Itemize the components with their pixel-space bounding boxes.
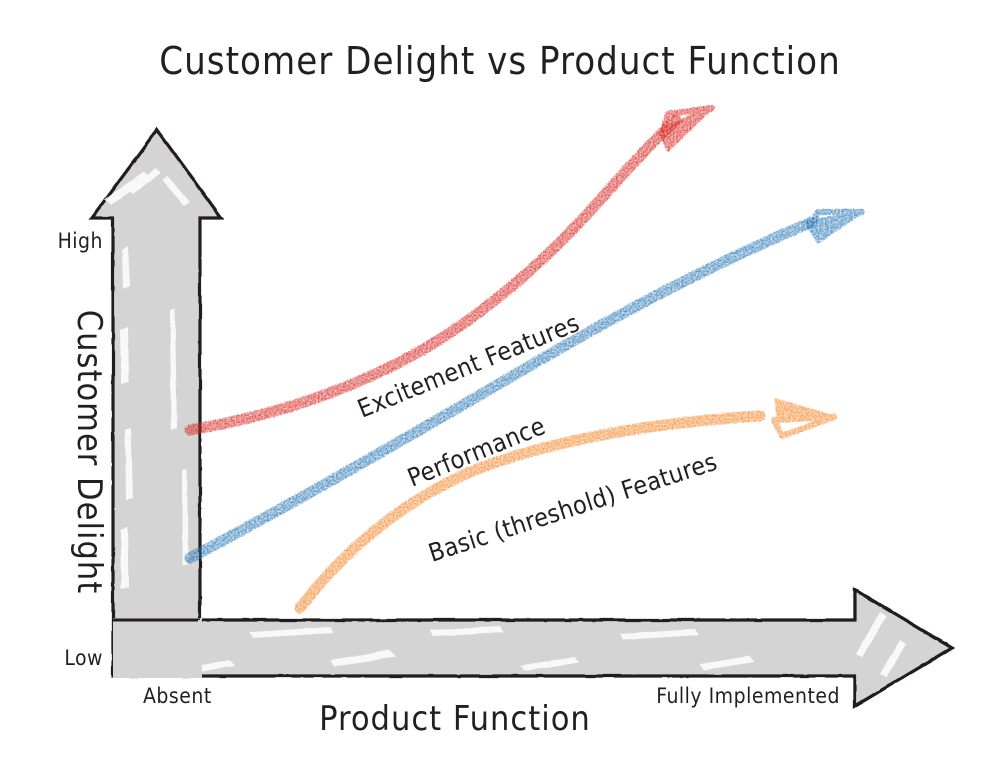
excitement-curve-path [184, 114, 682, 436]
curve-excitement-features: Excitement Features [184, 105, 715, 436]
axis-group [88, 127, 956, 709]
y-axis-title: Customer Delight [69, 310, 109, 594]
excitement-arrowhead [658, 105, 715, 152]
x-axis-end-label: Fully Implemented [656, 684, 840, 708]
axis-corner [113, 618, 202, 678]
chart-title: Customer Delight vs Product Function [159, 39, 841, 83]
x-axis-start-label: Absent [143, 684, 212, 708]
y-axis-arrow [88, 127, 225, 650]
performance-arrowhead [804, 209, 865, 244]
y-axis-high-label: High [58, 229, 103, 253]
x-axis-arrow [111, 587, 956, 709]
curve-performance: Performance [184, 209, 865, 564]
x-axis-title: Product Function [319, 699, 591, 739]
basic-curve-path [294, 410, 766, 614]
y-axis-low-label: Low [64, 646, 103, 670]
basic-arrowhead [771, 398, 837, 439]
performance-curve-path [184, 216, 818, 564]
curve-basic-features: Basic (threshold) Features [294, 398, 837, 614]
